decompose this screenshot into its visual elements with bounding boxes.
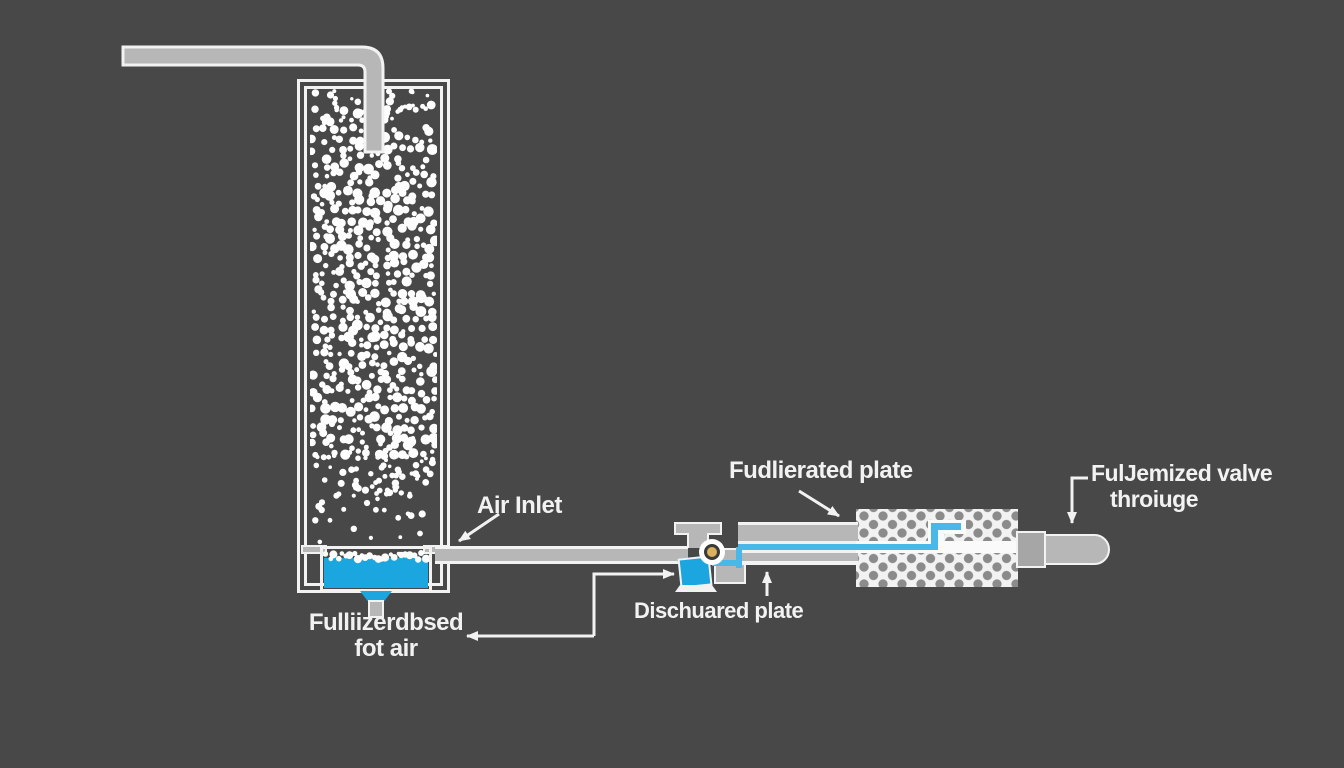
liquid-blue-fill (324, 558, 428, 588)
valve-through-label-line2: throiuge (1110, 486, 1199, 512)
outlet-nozzle (1044, 534, 1110, 565)
valve-gate-base (675, 585, 717, 592)
drain-taper (360, 591, 392, 601)
discharge-plate-label: Dischuared plate (634, 598, 804, 623)
discharge-pipe-cyan-channel (738, 544, 858, 550)
discharge-pipe-upper-wall (738, 525, 858, 541)
settled-particles (323, 550, 429, 564)
block-step-cyan-top (931, 523, 961, 530)
block-channel-cyan (856, 544, 938, 550)
bed-leader-right (592, 569, 675, 636)
ledge-left (301, 545, 327, 554)
discharge-pipe (738, 522, 858, 565)
discharge-pipe-white-2 (738, 550, 858, 553)
air-inlet-arrow (458, 512, 500, 543)
discharge-pipe-top-edge (738, 522, 858, 525)
bed-label-line2: fot air (354, 635, 418, 663)
particle-bed (310, 89, 437, 545)
discharge-pipe-white-1 (738, 541, 858, 544)
valve-channel-vertical (736, 547, 742, 568)
outlet-collar (1016, 531, 1046, 568)
drain-stem (368, 600, 384, 618)
feed-pipe (121, 45, 385, 154)
valve-channel-horizontal (712, 560, 742, 566)
valve-through-label-line1: FulJemized valve (1091, 460, 1273, 486)
discharge-pipe-lower-wall (738, 553, 858, 561)
discharge-pipe-bottom-edge (738, 561, 858, 565)
sight-ring-center (704, 544, 720, 560)
fluidizing-plate-arrow (798, 489, 840, 518)
liquid-tub (320, 546, 432, 592)
bed-label: Fulliizerdbsed fot air (296, 609, 476, 663)
block-step-cyan-vertical (931, 525, 938, 550)
air-inlet-pipe (435, 546, 688, 564)
fluidizing-plate-label: Fudlierated plate (729, 457, 913, 484)
bed-label-line1: Fulliizerdbsed (308, 609, 464, 636)
air-inlet-label: Air Inlet (477, 492, 562, 519)
valve-through-leader (1067, 476, 1088, 524)
